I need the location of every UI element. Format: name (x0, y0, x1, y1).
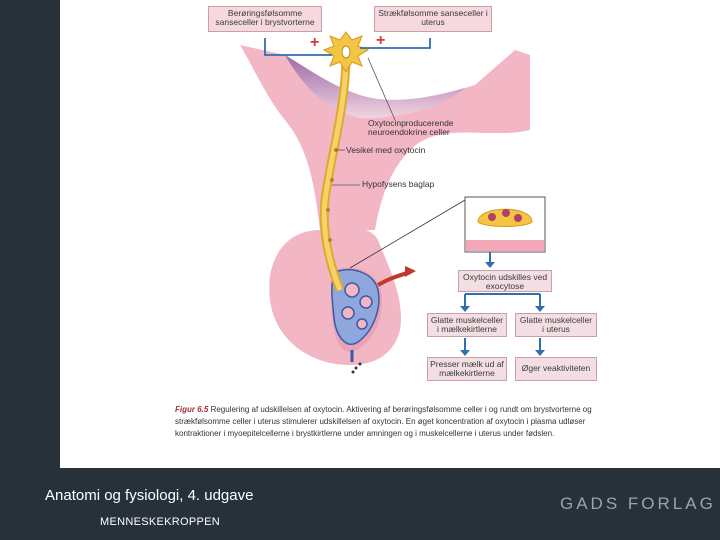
plus-left: + (310, 34, 320, 51)
neurons-label: Oxytocinproducerende neuroendokrine cell… (368, 118, 454, 137)
flow-arrow-head (460, 350, 470, 356)
book-title: Anatomi og fysiologi, 4. udgave (45, 487, 254, 504)
capillary-loop (344, 282, 360, 298)
figure-reference: Figur 6.5 (175, 405, 209, 414)
book-subtitle: MENNESKEKROPPEN (100, 516, 221, 528)
oxytocin-dot (354, 366, 358, 370)
milk-out-box: Presser mælk ud af mælkekirtlerne (427, 357, 507, 381)
oxytocin-dot (358, 362, 362, 366)
capillary-loop (341, 306, 355, 320)
capillary-loop (356, 318, 368, 330)
exocytosis-box: Oxytocin udskilles ved exocytose (458, 270, 552, 292)
vesicle-label: Vesikel med oxytocin (346, 145, 426, 155)
inset-plasma (466, 240, 544, 251)
uterus-activity-box: Øger veaktiviteten (515, 357, 597, 381)
touch-sensor-box: Berøringsfølsomme sanseceller i brystvor… (208, 6, 322, 32)
neuron-axon-core (321, 59, 349, 291)
flow-arrow-head (485, 262, 495, 268)
inset-vesicle (514, 214, 522, 222)
stretch-sensor-box: Strækfølsomme sanseceller i uterus (374, 6, 492, 32)
posterior-lobe-label: Hypofysens baglap (362, 179, 435, 189)
vesicle (326, 208, 330, 212)
figure-caption: Figur 6.5 Regulering af udskillelsen af … (175, 404, 605, 440)
artery-arrow (405, 266, 416, 277)
caption-text: Regulering af udskillelsen af oxytocin. … (175, 405, 592, 438)
hypothalamus-shade (285, 55, 465, 119)
smooth-muscle-breast-box: Glatte muskelceller i mælkekirtlerne (427, 313, 507, 337)
touch-input-line (264, 38, 332, 56)
plus-right: + (376, 32, 386, 49)
vesicle (328, 238, 332, 242)
flow-arrow-head (535, 350, 545, 356)
pointer-inset (349, 199, 466, 269)
inset-vesicle (488, 213, 496, 221)
flow-arrow-head (535, 306, 545, 312)
oxytocin-dot (351, 370, 355, 374)
vesicle (330, 178, 334, 182)
figure-panel: Berøringsfølsomme sanseceller i brystvor… (60, 0, 720, 468)
publisher-logo: GADS FORLAG (560, 494, 716, 513)
capillary-loop (359, 295, 373, 309)
stretch-input-line (360, 38, 431, 49)
diagram-graphics (240, 31, 546, 374)
inset-vesicle (502, 209, 510, 217)
neuron-nucleus (341, 45, 351, 59)
pointer-neurons (367, 57, 396, 121)
flow-arrow-head (460, 306, 470, 312)
smooth-muscle-uterus-box: Glatte muskelceller i uterus (515, 313, 597, 337)
